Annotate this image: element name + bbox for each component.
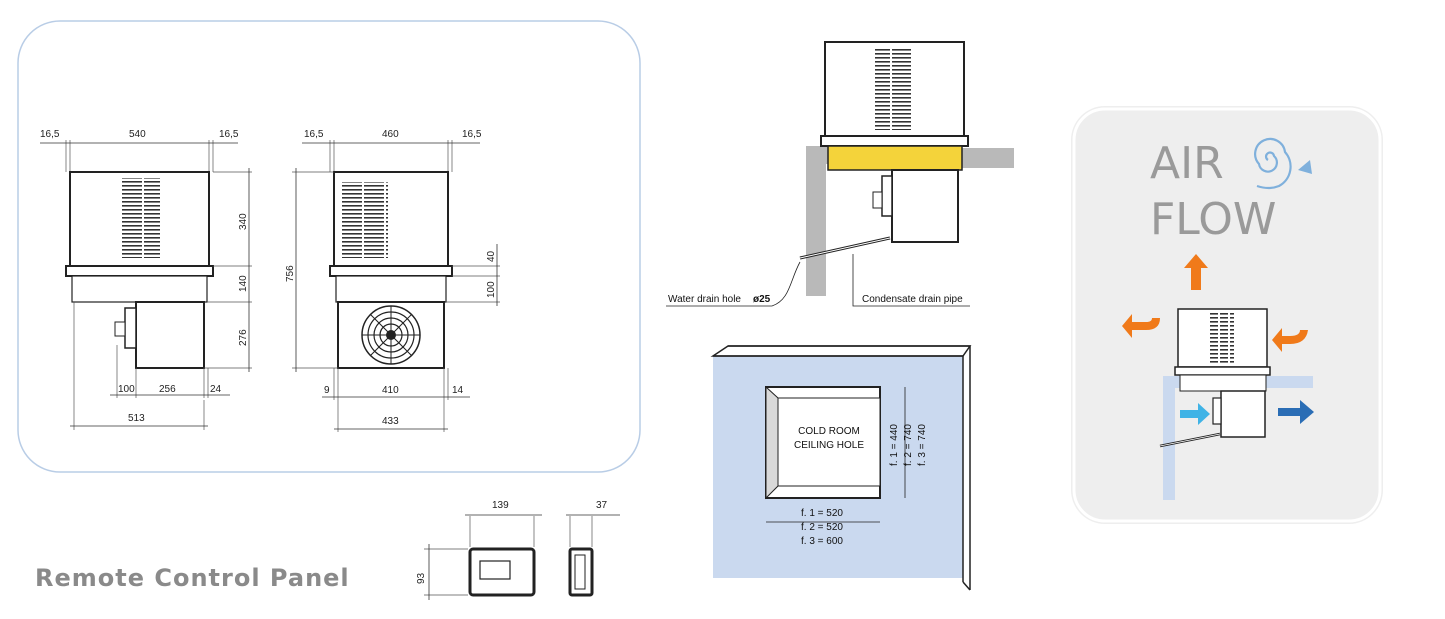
- cold-air-in-arrow: [1180, 403, 1210, 425]
- width-f2: f. 2 = 520: [801, 522, 843, 533]
- front-dim-bottom-3: 24: [210, 384, 222, 395]
- hot-air-up-arrow: [1184, 254, 1208, 290]
- swirl-icon: [1254, 137, 1312, 190]
- remote-panel-title: Remote Control Panel: [35, 564, 350, 592]
- ceiling-hole-label-1: COLD ROOM: [798, 426, 860, 437]
- side-dim-top-left: 16,5: [304, 129, 324, 140]
- front-dim-total: 513: [128, 413, 145, 424]
- water-drain-label: Water drain hole: [668, 294, 741, 305]
- front-dim-top-right: 16,5: [219, 129, 239, 140]
- side-dim-right-1: 40: [486, 250, 497, 262]
- width-f1: f. 1 = 520: [801, 508, 843, 519]
- front-dim-right-3: 276: [238, 329, 249, 346]
- side-dim-bottom-1: 9: [324, 385, 330, 396]
- front-dim-right-1: 340: [238, 213, 249, 230]
- remote-height: 93: [416, 572, 427, 584]
- warm-air-in-arrow: [1272, 328, 1308, 352]
- side-dim-height: 756: [285, 265, 296, 282]
- front-dim-bottom-2: 256: [159, 384, 176, 395]
- cold-air-out-arrow: [1278, 400, 1314, 424]
- front-dim-right-2: 140: [238, 275, 249, 292]
- height-f1: f. 1 = 440: [889, 424, 900, 466]
- fan-icon: [361, 305, 421, 365]
- air-flow-title-2: FLOW: [1150, 194, 1276, 245]
- installation-view: Water drain hole ø25 Condensate drain pi…: [666, 41, 1014, 307]
- remote-control-panel: Remote Control Panel 139 93 37: [35, 500, 620, 600]
- drain-diameter: ø25: [753, 294, 771, 305]
- front-view: 16,5 540 16,5 340 140 276 100 256 24 513: [40, 129, 252, 430]
- front-dim-top-mid: 540: [129, 129, 146, 140]
- condensate-label: Condensate drain pipe: [862, 294, 963, 305]
- side-dim-bottom-2: 410: [382, 385, 399, 396]
- height-f3: f. 3 = 740: [917, 424, 928, 466]
- width-f3: f. 3 = 600: [801, 536, 843, 547]
- air-flow-title-1: AIR: [1150, 138, 1224, 189]
- remote-width: 139: [492, 500, 509, 511]
- side-dim-top-mid: 460: [382, 129, 399, 140]
- height-f2: f. 2 = 740: [903, 424, 914, 466]
- gasket: [827, 145, 963, 171]
- front-dim-top-left: 16,5: [40, 129, 60, 140]
- side-dim-total: 433: [382, 416, 399, 427]
- remote-depth: 37: [596, 500, 608, 511]
- side-dim-right-2: 100: [486, 281, 497, 298]
- side-dim-bottom-3: 14: [452, 385, 464, 396]
- air-flow-panel: AIR FLOW: [1071, 106, 1383, 524]
- ceiling-hole-label-2: CEILING HOLE: [794, 440, 864, 451]
- ceiling-hole-view: COLD ROOM CEILING HOLE f. 1 = 520 f. 2 =…: [710, 345, 972, 591]
- side-dim-top-right: 16,5: [462, 129, 482, 140]
- side-view: 16,5 460 16,5 756 40 100: [285, 129, 500, 432]
- front-dim-bottom-1: 100: [118, 384, 135, 395]
- hot-air-left-arrow: [1122, 314, 1160, 338]
